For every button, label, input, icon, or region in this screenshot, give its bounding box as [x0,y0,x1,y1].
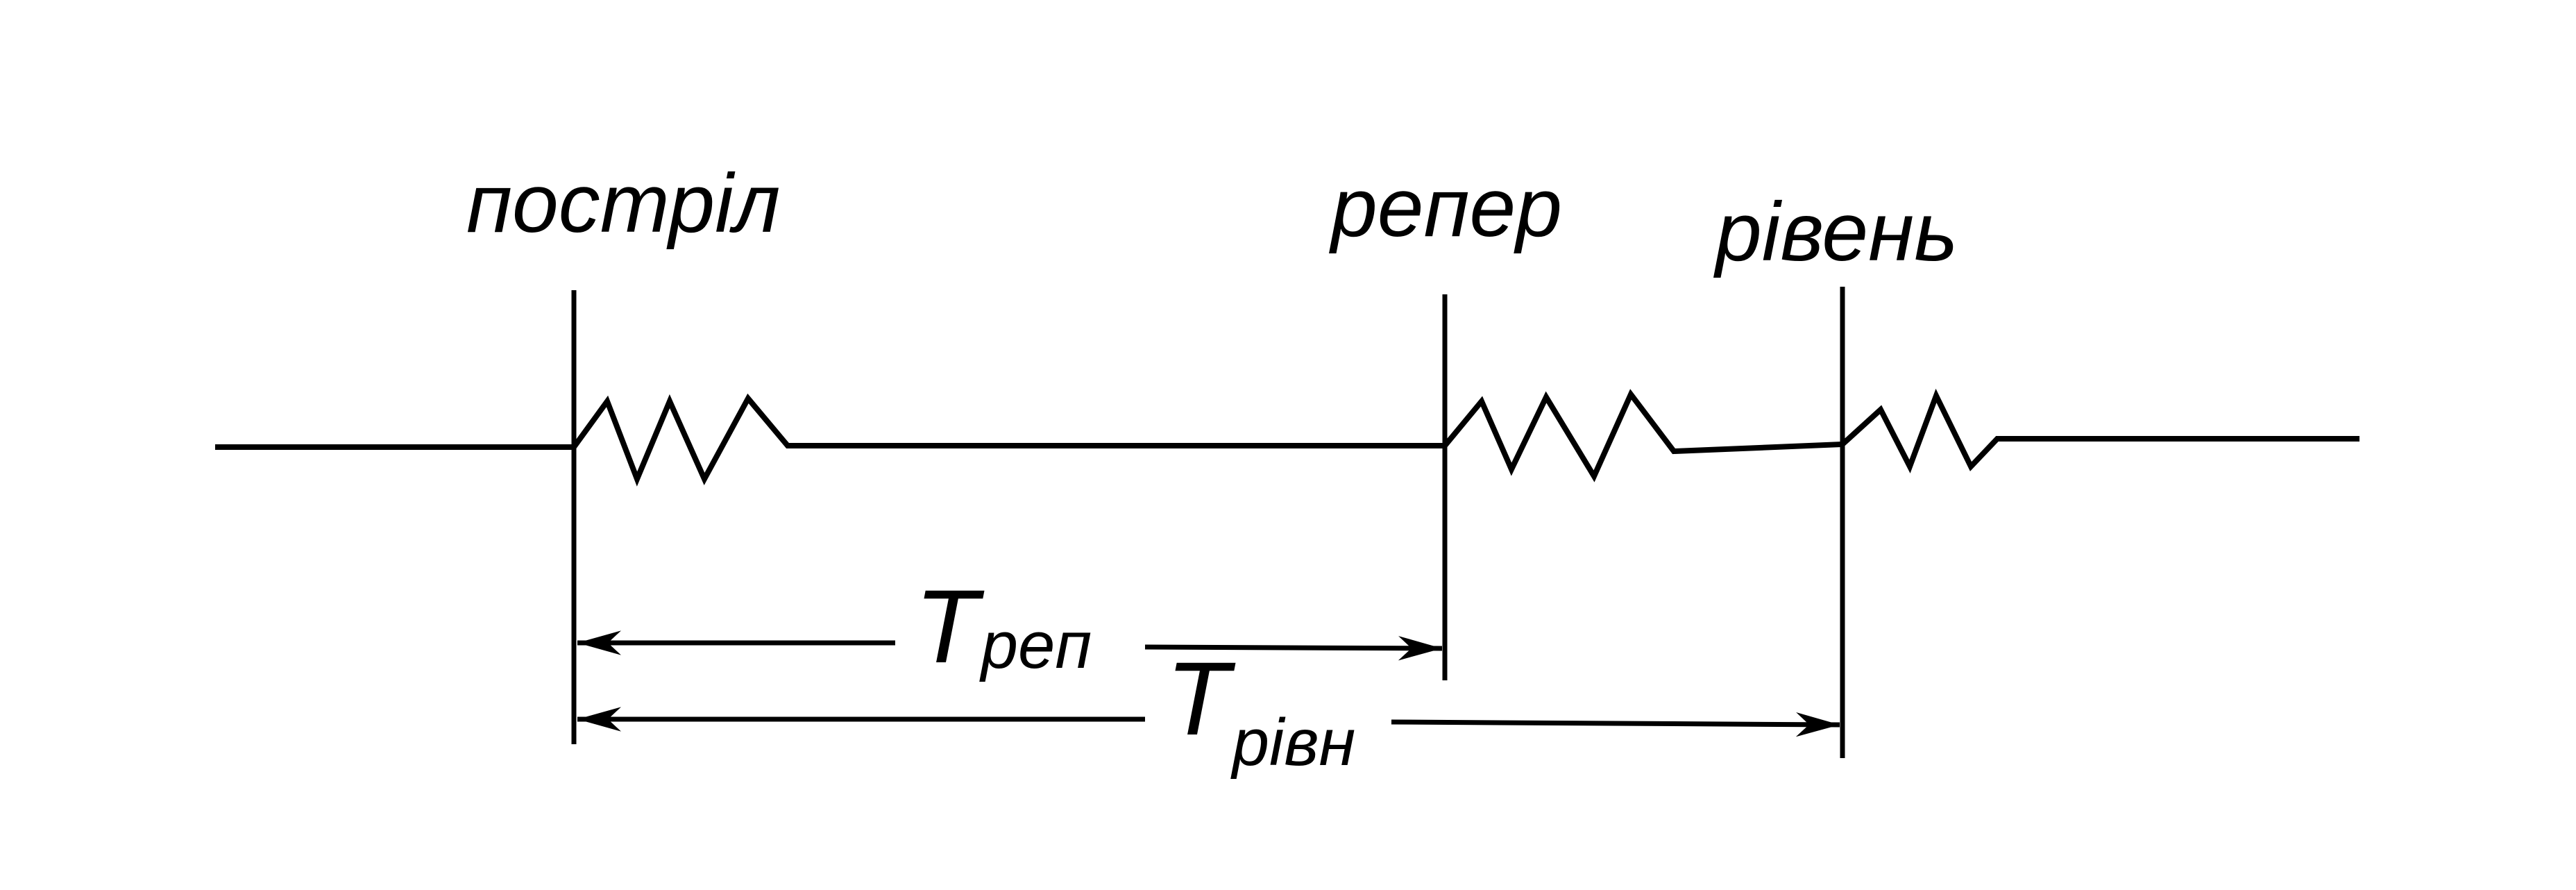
interval-symbol-level: T [1166,640,1236,757]
arrow-level-right-segment [1391,712,1840,737]
label-reference: репер [1329,161,1562,254]
arrow-reference-right-segment [1144,636,1443,661]
interval-label-reference: Tреп [915,568,1092,685]
interval-label-level: Tрівн [1166,640,1355,780]
interval-symbol-reference: T [915,568,985,685]
interval-subscript-reference: реп [979,608,1092,682]
seismic-trace [215,388,2359,487]
interval-subscript-level: рівн [1230,705,1356,780]
label-level: рівень [1713,185,1958,278]
label-shot: постріл [466,157,780,250]
